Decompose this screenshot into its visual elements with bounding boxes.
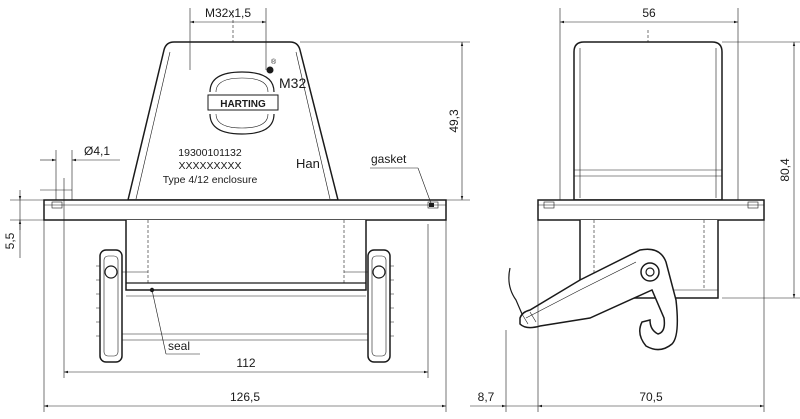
hood-side — [573, 41, 723, 201]
dim-thread: M32x1,5 — [205, 6, 251, 20]
flange-side — [537, 199, 765, 221]
dim-inner-width: 112 — [236, 356, 255, 370]
label-gasket: gasket — [371, 152, 407, 166]
lever-right — [344, 249, 394, 363]
dim-height-front: 49,3 — [447, 109, 461, 133]
side-dimensions: 56 80,4 8,7 70,5 — [470, 6, 800, 412]
type-rating: Type 4/12 enclosure — [163, 174, 258, 186]
dim-hole-diameter: Ø4,1 — [84, 144, 110, 158]
hood-front — [127, 41, 339, 201]
size-marking: M32 — [279, 75, 306, 91]
registered-mark: ® — [271, 58, 277, 66]
flange-front — [43, 199, 447, 221]
harting-logo: HARTING ® M32 — [207, 58, 306, 135]
dim-side-offset: 8,7 — [478, 390, 495, 404]
dim-overall-width: 126,5 — [230, 390, 260, 404]
lever-left — [96, 249, 148, 363]
front-view: HARTING ® M32 19300101132 XXXXXXXXX Type… — [43, 10, 447, 363]
front-dimensions: M32x1,5 49,3 Ø4,1 5,5 112 126,5 — [3, 6, 470, 412]
label-seal: seal — [168, 339, 190, 353]
dim-side-depth: 70,5 — [639, 390, 663, 404]
part-number: 19300101132 — [178, 147, 242, 159]
side-view — [508, 30, 765, 351]
logo-text: HARTING — [220, 99, 266, 110]
housing-front — [125, 220, 367, 291]
dim-side-width: 56 — [642, 6, 656, 20]
han-label: Han — [296, 156, 320, 171]
batch-code: XXXXXXXXX — [178, 160, 241, 172]
dim-flange-thickness: 5,5 — [3, 232, 17, 249]
lever-side — [519, 248, 679, 351]
dim-side-height: 80,4 — [778, 158, 792, 182]
